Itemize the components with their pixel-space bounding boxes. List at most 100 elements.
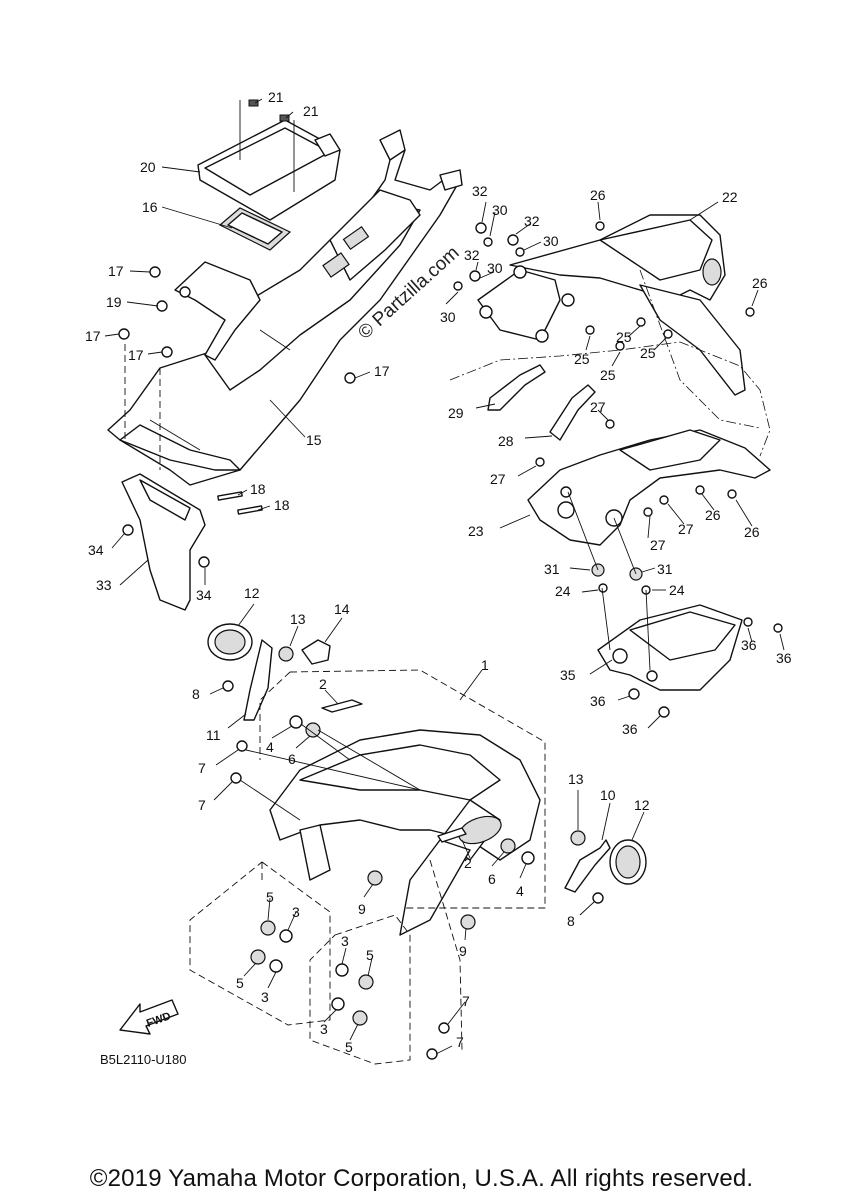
fasteners xyxy=(118,99,783,1060)
reflector-left-part xyxy=(207,623,253,661)
callout-28: 28 xyxy=(498,433,514,449)
callout-26: 26 xyxy=(744,524,760,540)
callout-32: 32 xyxy=(464,247,480,263)
callout-33: 33 xyxy=(96,577,112,593)
callout-8: 8 xyxy=(192,686,200,702)
callout-11: 11 xyxy=(206,727,221,743)
callout-13: 13 xyxy=(568,771,584,787)
callout-9: 9 xyxy=(358,901,366,917)
callout-30: 30 xyxy=(487,260,503,276)
callout-22: 22 xyxy=(722,189,738,205)
stay-29-part xyxy=(487,364,546,411)
callout-34: 34 xyxy=(196,587,212,603)
callout-30: 30 xyxy=(440,309,456,325)
callout-32: 32 xyxy=(472,183,488,199)
callout-26: 26 xyxy=(590,187,606,203)
rear-base-part xyxy=(527,429,771,546)
callout-3: 3 xyxy=(292,904,300,920)
callout-10: 10 xyxy=(600,787,616,803)
callout-2: 2 xyxy=(319,676,327,692)
callout-4: 4 xyxy=(516,883,524,899)
callout-19: 19 xyxy=(106,294,122,310)
copyright-footer: ©2019 Yamaha Motor Corporation, U.S.A. A… xyxy=(89,1165,754,1192)
callout-5: 5 xyxy=(266,889,274,905)
reflector-bracket-left-part xyxy=(243,639,273,721)
cable-clamp-part xyxy=(301,639,331,665)
callout-31: 31 xyxy=(544,561,560,577)
callout-labels: 21 21 20 16 17 19 17 17 17 15 18 18 34 3… xyxy=(85,89,792,1055)
callout-17: 17 xyxy=(128,347,144,363)
diagram-code: B5L2110-U180 xyxy=(100,1052,187,1067)
callout-12: 12 xyxy=(244,585,260,601)
callout-1: 1 xyxy=(481,657,489,673)
callout-18: 18 xyxy=(250,481,266,497)
callout-34: 34 xyxy=(88,542,104,558)
callout-30: 30 xyxy=(543,233,559,249)
callout-20: 20 xyxy=(140,159,156,175)
callout-16: 16 xyxy=(142,199,158,215)
callout-13: 13 xyxy=(290,611,306,627)
callout-24: 24 xyxy=(555,583,571,599)
callout-30: 30 xyxy=(492,202,508,218)
callout-12: 12 xyxy=(634,797,650,813)
fwd-arrow-icon: FWD xyxy=(119,999,179,1035)
callout-9: 9 xyxy=(459,943,467,959)
callout-3: 3 xyxy=(341,933,349,949)
callout-23: 23 xyxy=(468,523,484,539)
callout-27: 27 xyxy=(590,399,606,415)
callout-7: 7 xyxy=(198,797,206,813)
callout-3: 3 xyxy=(261,989,269,1005)
callout-21: 21 xyxy=(303,103,319,119)
rear-fender-part xyxy=(107,129,463,486)
license-cover-part xyxy=(597,604,743,691)
callout-3: 3 xyxy=(320,1021,328,1037)
callout-14: 14 xyxy=(334,601,350,617)
assembly-outlines xyxy=(124,269,771,1065)
reflector-right-part xyxy=(609,839,647,885)
callout-5: 5 xyxy=(236,975,244,991)
stay-28-part xyxy=(549,384,596,441)
inner-fender-part xyxy=(121,473,206,611)
rubber-pad-part xyxy=(218,207,292,251)
callout-36: 36 xyxy=(622,721,638,737)
callout-26: 26 xyxy=(752,275,768,291)
callout-25: 25 xyxy=(574,351,590,367)
callout-17: 17 xyxy=(374,363,390,379)
leader-lines xyxy=(104,98,785,1055)
cowl-bracket-part xyxy=(477,265,575,343)
callout-35: 35 xyxy=(560,667,576,683)
front-fender-part xyxy=(269,729,541,936)
callout-31: 31 xyxy=(657,561,673,577)
callout-6: 6 xyxy=(288,751,296,767)
callout-7: 7 xyxy=(462,993,470,1009)
callout-8: 8 xyxy=(567,913,575,929)
callout-36: 36 xyxy=(776,650,792,666)
callout-29: 29 xyxy=(448,405,464,421)
callout-27: 27 xyxy=(678,521,694,537)
callout-25: 25 xyxy=(640,345,656,361)
callout-36: 36 xyxy=(741,637,757,653)
callout-36: 36 xyxy=(590,693,606,709)
callout-25: 25 xyxy=(600,367,616,383)
callout-6: 6 xyxy=(488,871,496,887)
callout-18: 18 xyxy=(274,497,290,513)
callout-15: 15 xyxy=(306,432,322,448)
tail-cowl-part xyxy=(509,214,746,396)
callout-7: 7 xyxy=(198,760,206,776)
callout-24: 24 xyxy=(669,582,685,598)
fender-bracket-part xyxy=(156,261,261,361)
callout-25: 25 xyxy=(616,329,632,345)
callout-5: 5 xyxy=(366,947,374,963)
tool-tray-part xyxy=(197,119,341,221)
callout-27: 27 xyxy=(650,537,666,553)
callout-27: 27 xyxy=(490,471,506,487)
callout-2: 2 xyxy=(464,855,472,871)
callout-5: 5 xyxy=(345,1039,353,1055)
callout-21: 21 xyxy=(268,89,284,105)
callout-26: 26 xyxy=(705,507,721,523)
emblem-part xyxy=(321,699,467,843)
callout-17: 17 xyxy=(108,263,124,279)
callout-32: 32 xyxy=(524,213,540,229)
reflector-bracket-right-part xyxy=(564,839,611,893)
